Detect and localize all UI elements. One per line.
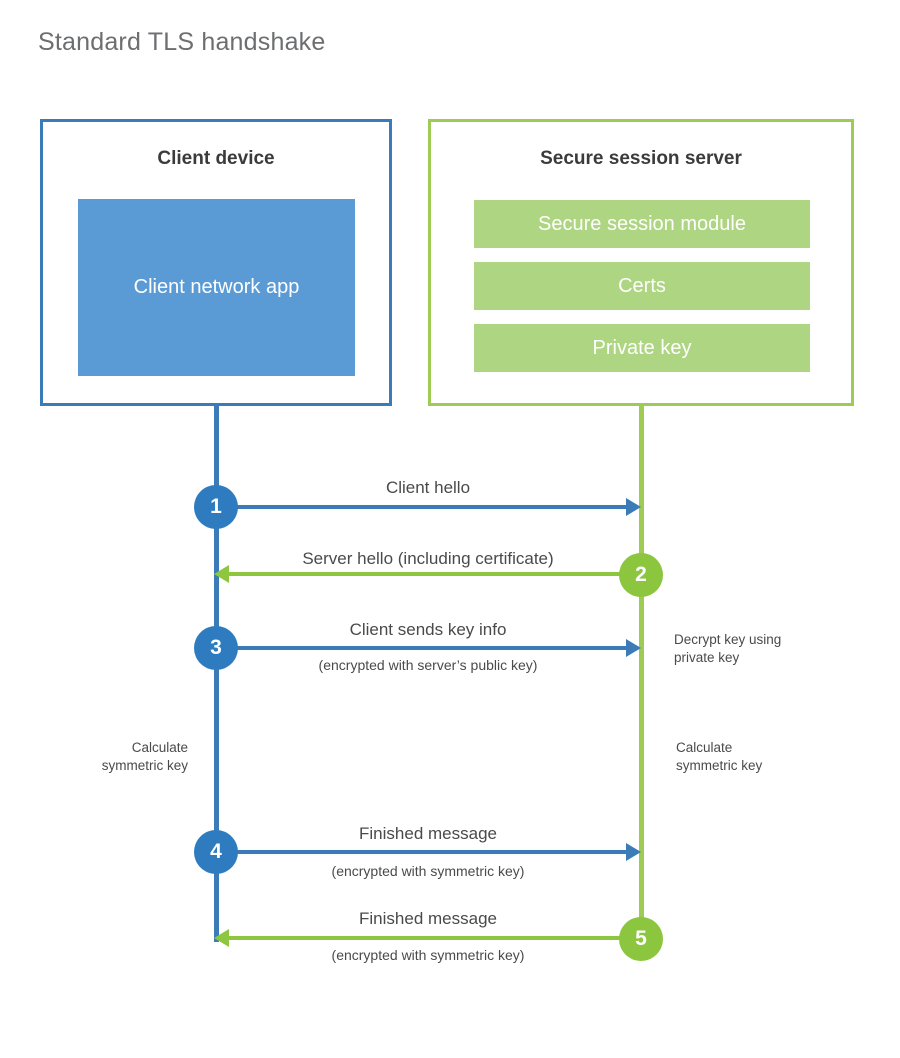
message-sublabel-3: (encrypted with server’s public key) <box>318 657 538 673</box>
note-calculate-symmetric-key-server: Calculate symmetric key <box>676 740 763 774</box>
client-lifeline <box>214 406 219 942</box>
client-device-box: Client device Client network app <box>40 119 392 406</box>
step-marker-4: 4 <box>194 830 238 874</box>
page-title: Standard TLS handshake <box>38 28 326 56</box>
arrow-left-icon-5 <box>214 929 229 947</box>
arrow-right-icon-4 <box>626 843 641 861</box>
message-line-4 <box>216 850 626 854</box>
message-sublabel-5: (encrypted with symmetric key) <box>331 947 525 963</box>
step-marker-5: 5 <box>619 917 663 961</box>
note-decrypt-key: Decrypt key using private key <box>674 632 782 666</box>
arrow-left-icon-2 <box>214 565 229 583</box>
note-calculate-symmetric-key-client: Calculate symmetric key <box>101 740 188 774</box>
server-block-private-key: Private key <box>474 324 810 372</box>
secure-session-server-title: Secure session server <box>540 148 742 169</box>
server-block-secure-session-module: Secure session module <box>474 200 810 248</box>
message-line-2 <box>226 572 640 576</box>
arrow-right-icon-1 <box>626 498 641 516</box>
message-label-2: Server hello (including certificate) <box>302 549 554 568</box>
server-block-certs: Certs <box>474 262 810 310</box>
secure-session-server-box: Secure session server Secure session mod… <box>428 119 854 406</box>
arrow-right-icon-3 <box>626 639 641 657</box>
message-line-5 <box>226 936 640 940</box>
message-label-3: Client sends key info <box>349 620 507 639</box>
client-network-app-block: Client network app <box>78 199 355 376</box>
message-label-4: Finished message <box>359 824 497 843</box>
message-line-1 <box>216 505 626 509</box>
message-label-1: Client hello <box>385 478 471 497</box>
server-lifeline <box>639 406 644 940</box>
step-marker-2: 2 <box>619 553 663 597</box>
step-marker-3: 3 <box>194 626 238 670</box>
client-device-title: Client device <box>157 148 275 169</box>
message-label-5: Finished message <box>359 909 497 928</box>
step-marker-1: 1 <box>194 485 238 529</box>
message-sublabel-4: (encrypted with symmetric key) <box>331 863 525 879</box>
message-line-3 <box>216 646 626 650</box>
